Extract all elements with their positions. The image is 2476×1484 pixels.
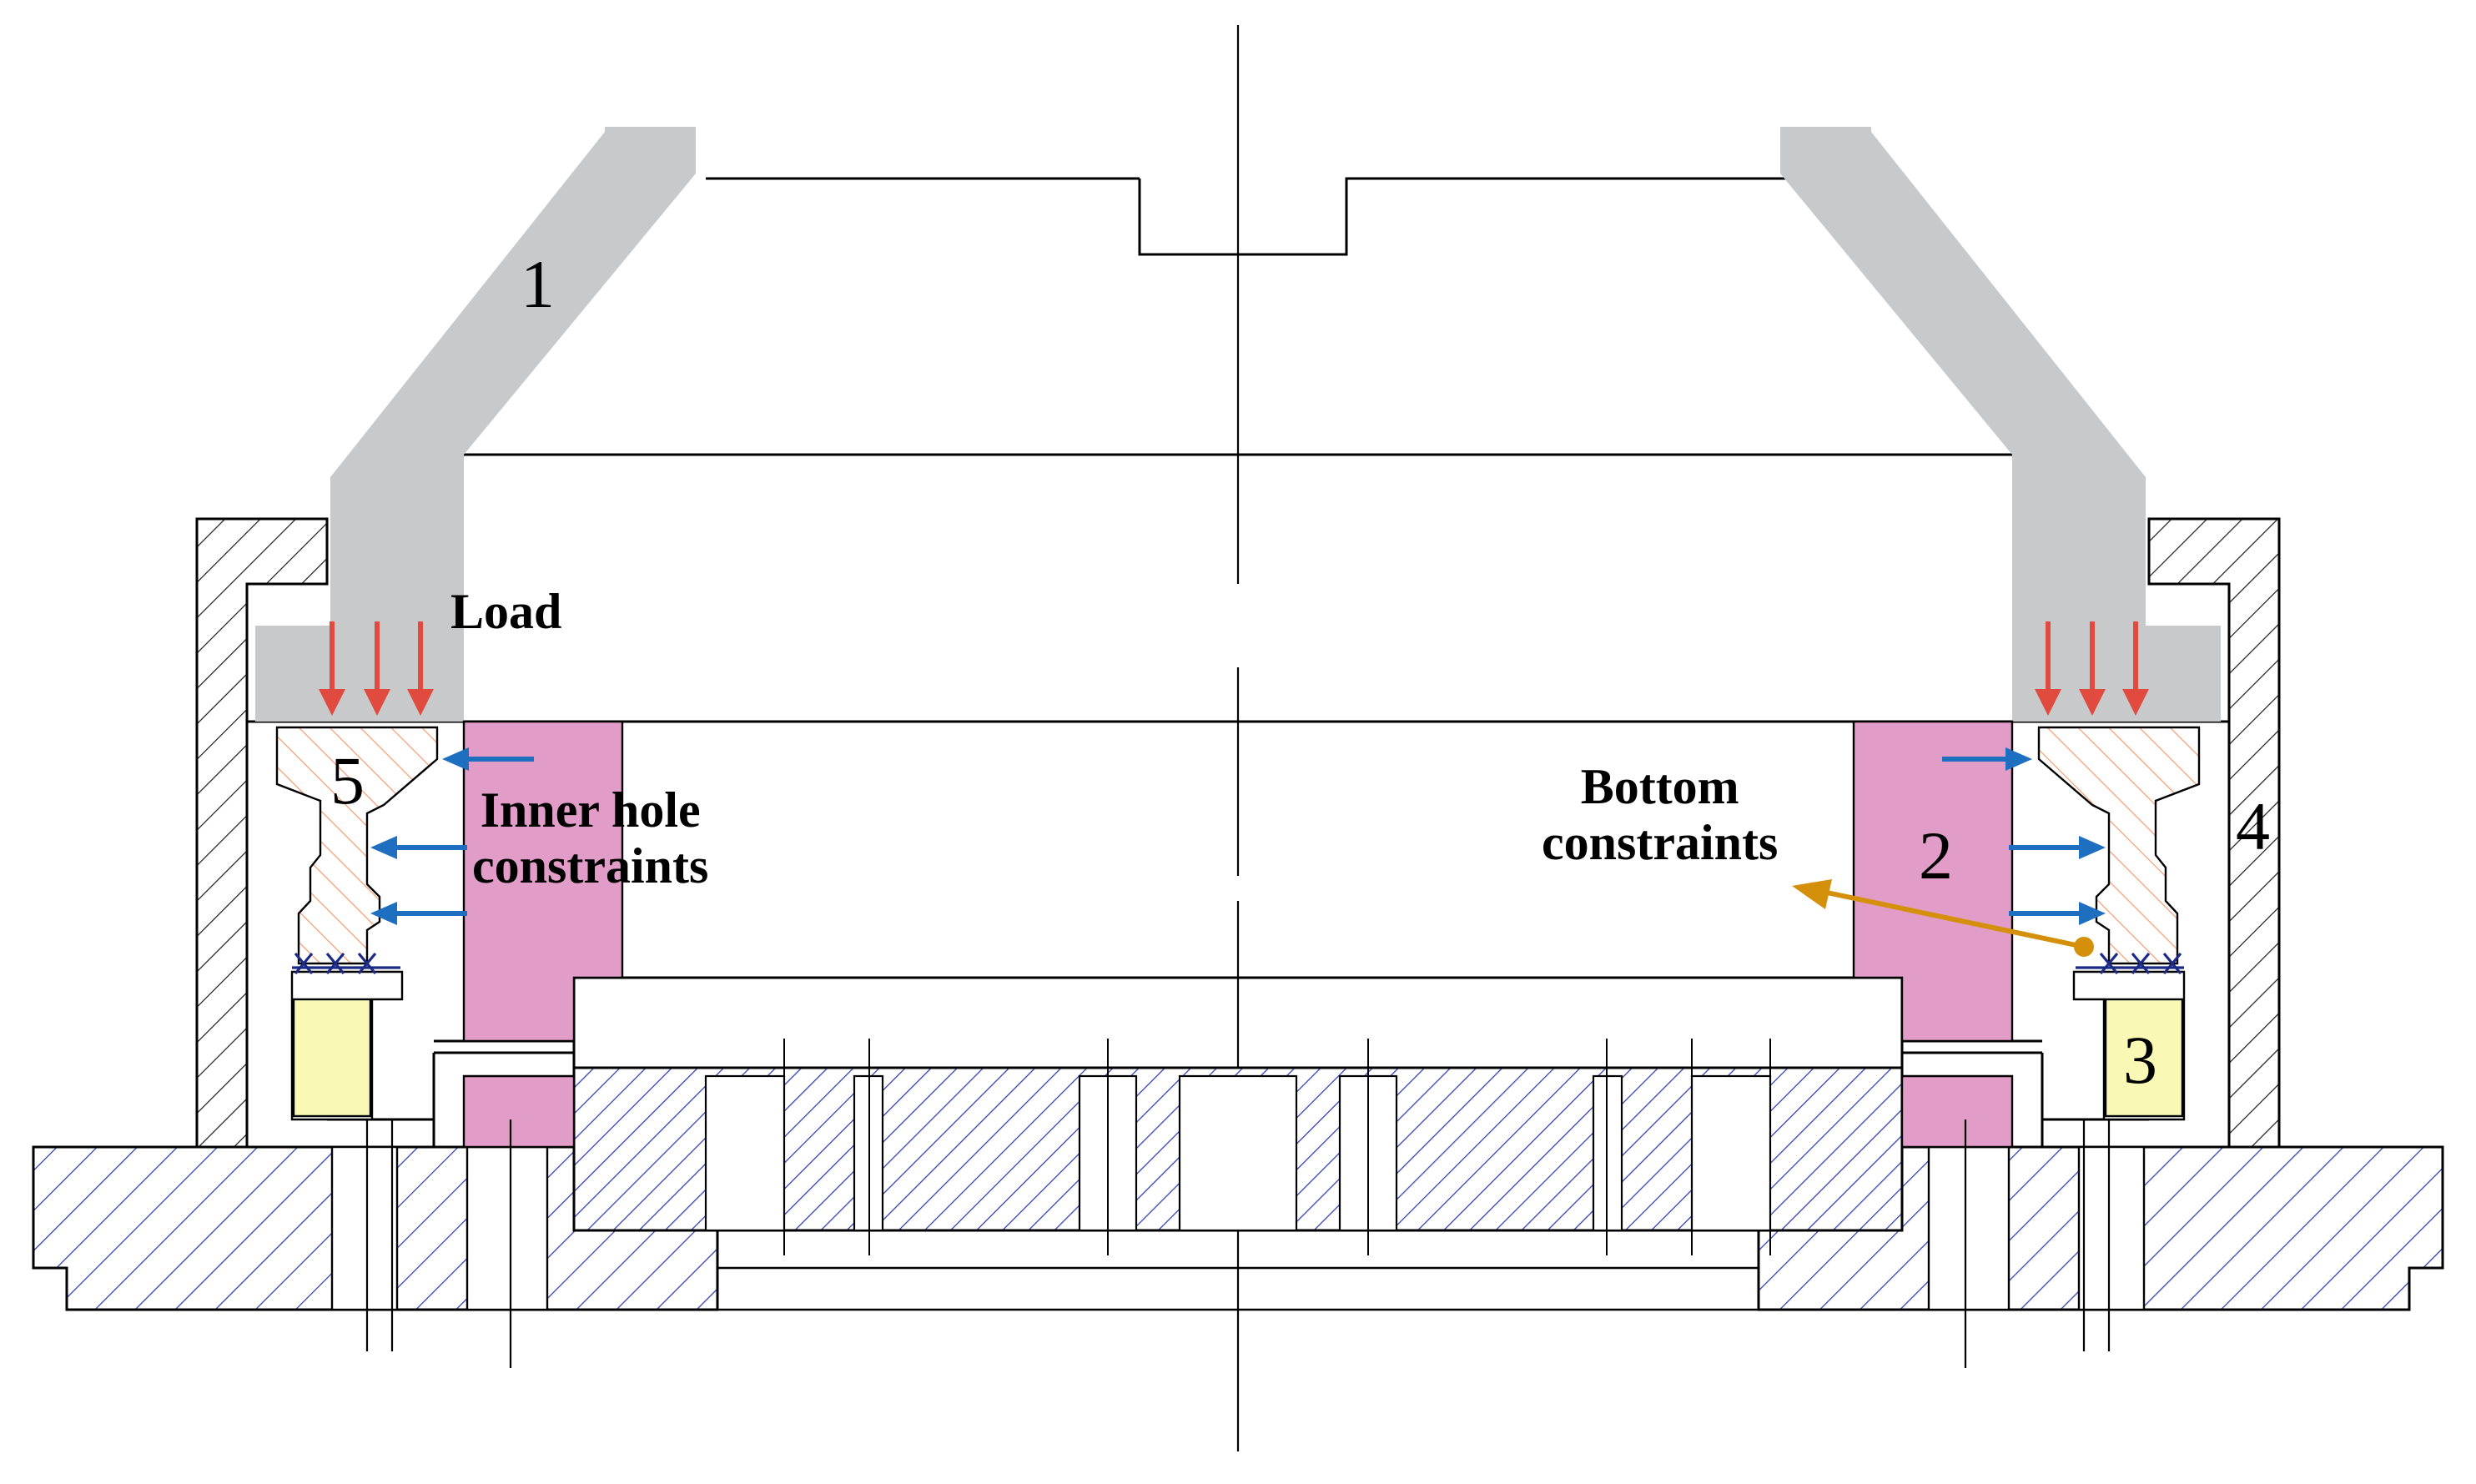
inner-hole-label-line1: Inner hole (480, 782, 701, 838)
part5-left (275, 726, 439, 965)
bottom-label-line1: Bottom (1580, 759, 1739, 814)
bottom-label-line2: constraints (1542, 815, 1779, 871)
part2-left (462, 720, 624, 1149)
part-label-3: 3 (2123, 1022, 2157, 1098)
fixed-support-right (2076, 952, 2184, 975)
base-plate (32, 1145, 2444, 1311)
part-label-2: 2 (1919, 817, 1953, 893)
constraint-arrows-right (1942, 747, 2106, 925)
constraint-arrows-left (370, 747, 534, 925)
part5-right (2037, 726, 2201, 965)
part1-flange-left (255, 626, 464, 722)
bottom-constraint-pointer (1792, 879, 2094, 957)
part3-left (290, 970, 404, 1121)
central-plate (572, 1039, 1904, 1255)
inner-hole-constraints-label: Inner hole constraints (472, 782, 708, 894)
part1-right (1780, 127, 2221, 722)
load-arrows-left (319, 621, 434, 716)
part1-flange-right (2012, 626, 2221, 722)
load-arrows-right (2035, 621, 2149, 716)
part3-right (2072, 970, 2186, 1121)
bottom-constraints-label: Bottom constraints (1542, 759, 1778, 871)
part1-left (255, 127, 696, 722)
load-label: Load (450, 584, 562, 639)
fixed-support-left (292, 952, 400, 975)
part-label-5: 5 (330, 742, 365, 818)
bolt-lines (365, 1119, 2111, 1368)
part-label-4: 4 (2236, 788, 2270, 864)
part-label-1: 1 (521, 246, 555, 322)
inner-hole-label-line2: constraints (472, 838, 709, 894)
part2-right (1852, 720, 2014, 1149)
